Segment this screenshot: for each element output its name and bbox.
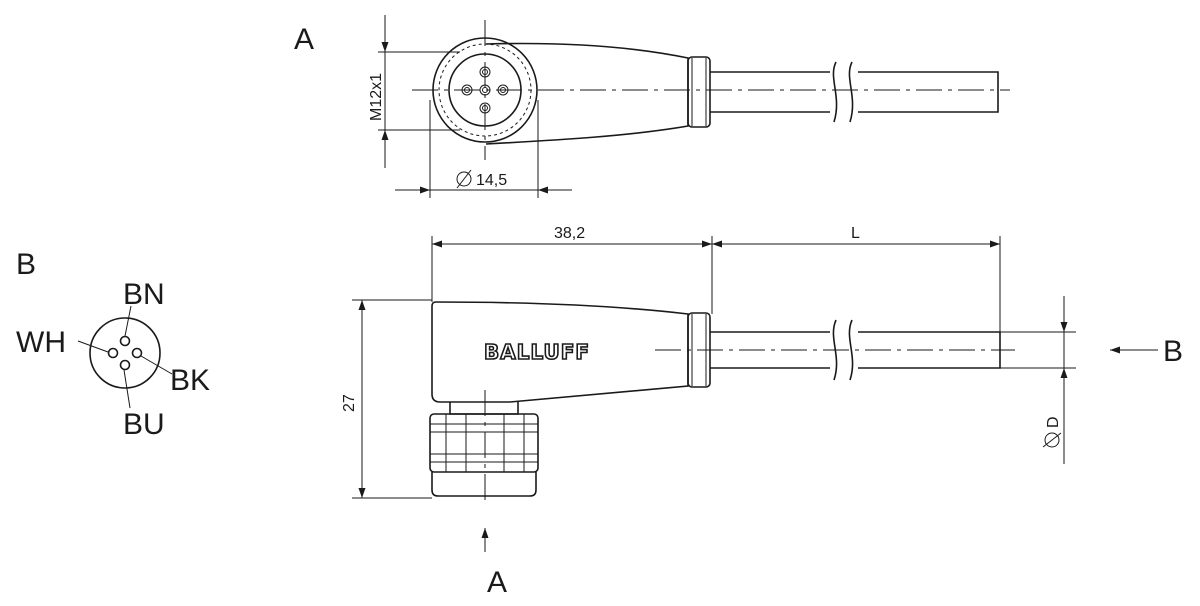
view-a-label: A <box>294 23 314 56</box>
top-body-outline <box>485 42 689 145</box>
arrow-b-label: B <box>1163 335 1183 368</box>
dim-length-cable: L <box>851 225 860 242</box>
view-b-label: B <box>16 248 36 281</box>
dim-diameter-head: 14,5 <box>476 172 507 189</box>
pin-wh <box>107 347 119 359</box>
pinout-outline <box>89 317 161 389</box>
side-cable-break <box>832 319 854 381</box>
dim-length-head: 38,2 <box>554 225 585 242</box>
side-view: BALLUFF <box>352 236 1158 552</box>
wire-wh-label: WH <box>16 326 66 359</box>
pin-bn <box>119 335 131 347</box>
view-b-pinout <box>77 305 173 409</box>
arrow-a-label: A <box>487 566 507 599</box>
wire-bn-label: BN <box>123 278 165 311</box>
side-coupling-face <box>431 472 537 497</box>
side-knurled-nut <box>429 413 539 473</box>
pin-bk <box>131 347 143 359</box>
pin-bu <box>119 359 131 371</box>
top-grip-ring <box>687 56 711 128</box>
diameter-symbol-cable <box>1044 432 1060 448</box>
dim-diameter-cable: D <box>1045 416 1062 428</box>
side-neck <box>449 402 519 415</box>
wire-bk-label: BK <box>170 364 210 397</box>
diameter-symbol-head <box>456 171 472 187</box>
wire-bu-label: BU <box>123 408 165 441</box>
dim-height: 27 <box>341 394 358 412</box>
top-cable-break <box>832 61 854 123</box>
top-cable <box>710 71 999 113</box>
brand-logo: BALLUFF <box>484 340 590 364</box>
dim-thread: M12x1 <box>368 73 385 121</box>
view-a-top-view <box>378 15 1010 198</box>
